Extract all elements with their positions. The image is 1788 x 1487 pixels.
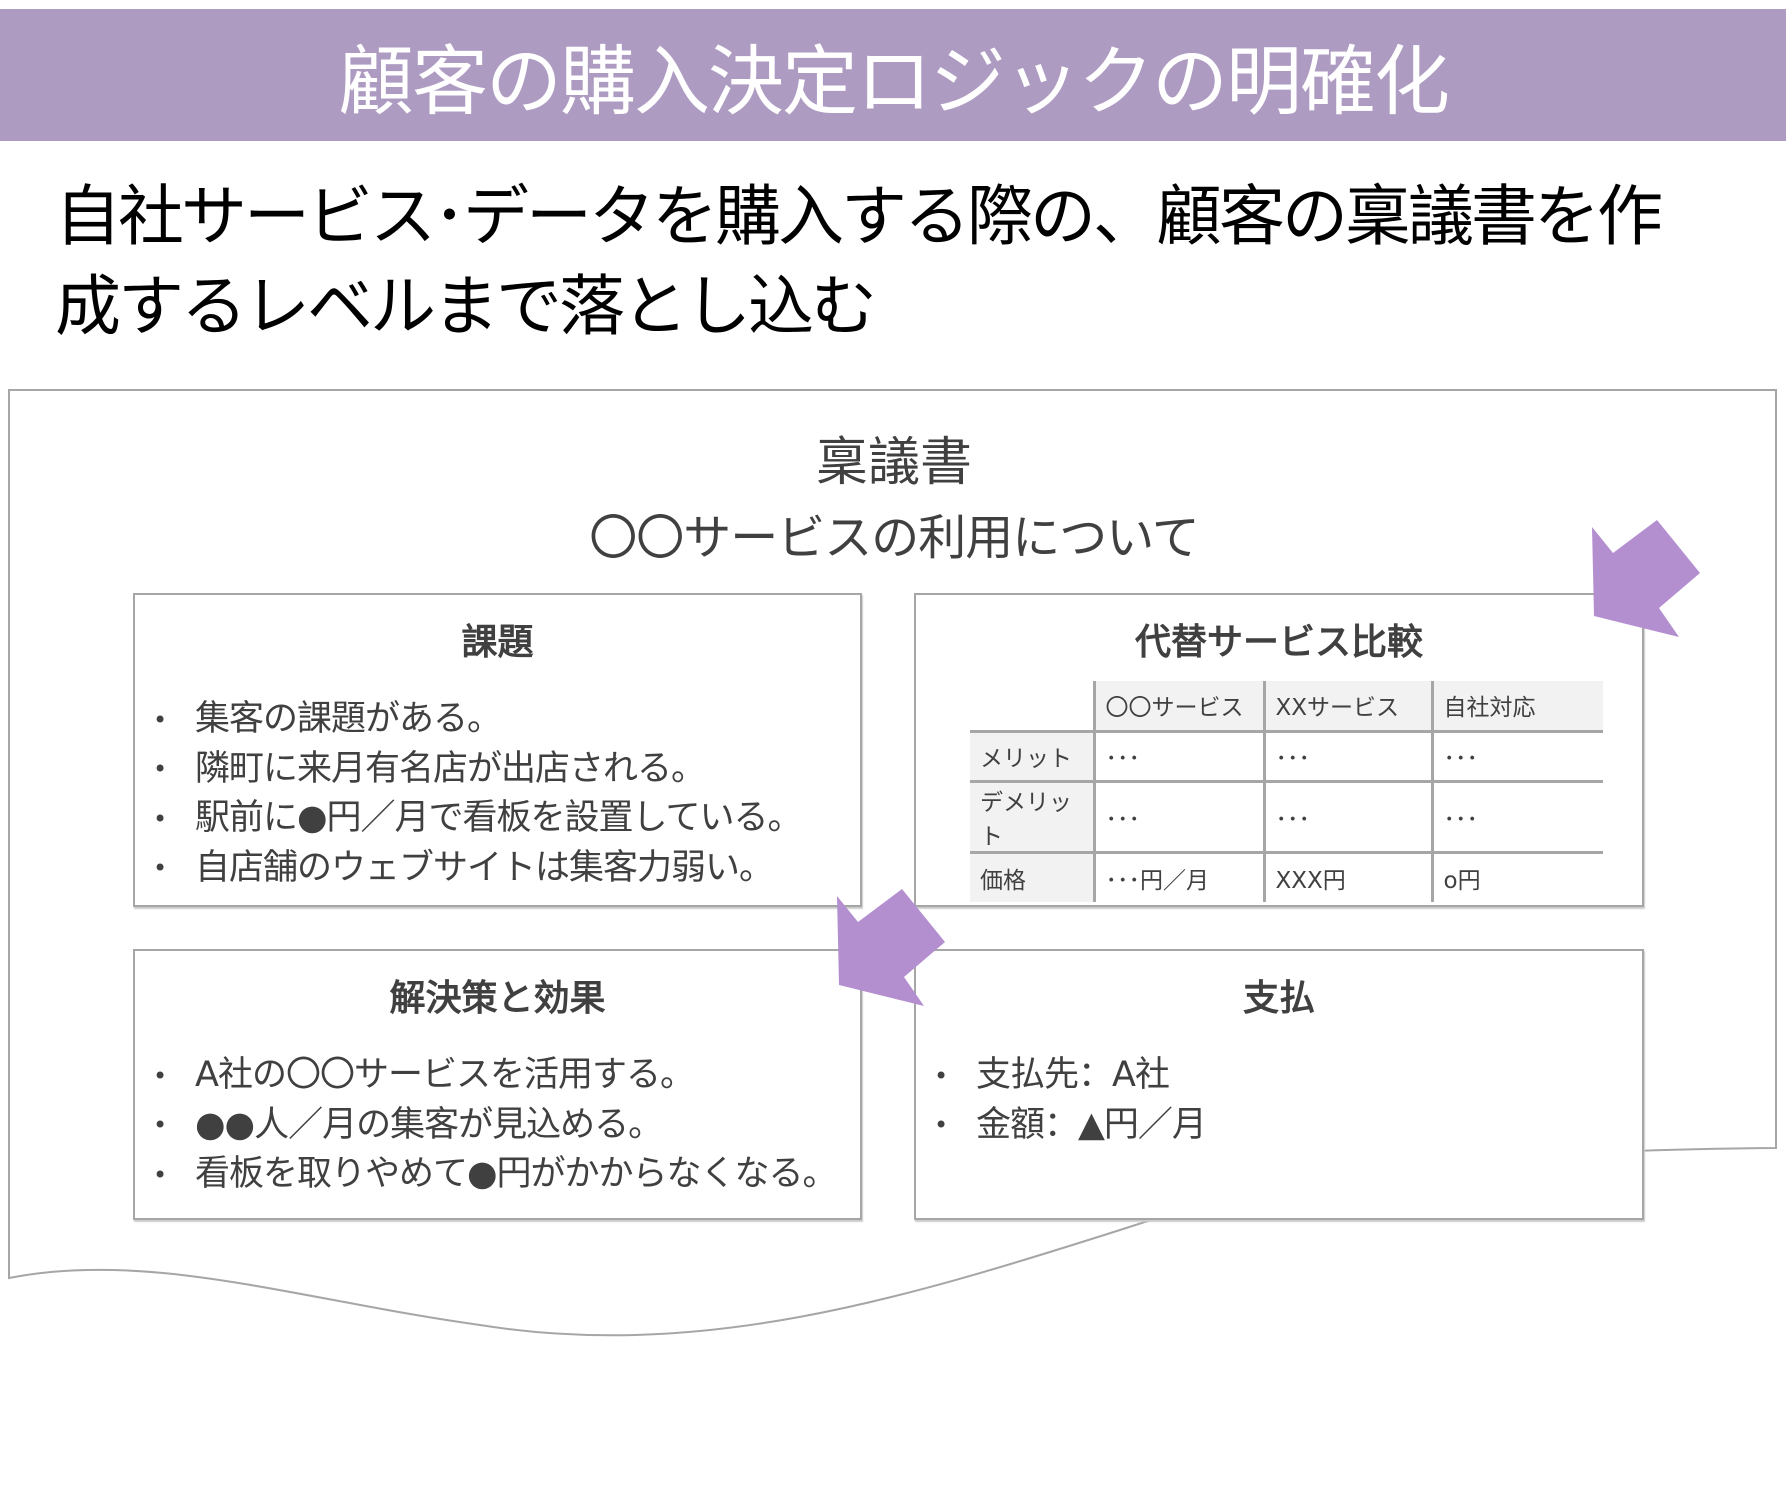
table-cell: ･･･ <box>1092 729 1264 781</box>
list-item: •金額：▲円／月 <box>934 1104 1207 1145</box>
list-item: •集客の課題がある。 <box>153 699 502 739</box>
list-item: •看板を取りやめて●円がかからなくなる。 <box>153 1154 838 1194</box>
list-item: •駅前に●円／月で看板を設置している。 <box>153 798 802 838</box>
list-item: •支払先：A社 <box>934 1055 1170 1095</box>
table-cell: デメリット <box>970 779 1094 852</box>
page-subtitle: 自社サービス･データを購入する際の、顧客の稟議書を作 成するレベルまで落とし込む <box>55 172 1755 352</box>
table-cell: o円 <box>1430 850 1603 902</box>
solution-title: 解決策と効果 <box>389 978 606 1019</box>
table-cell: メリット <box>970 729 1094 781</box>
table-cell: 価格 <box>970 850 1094 902</box>
list-item: •●●人／月の集客が見込める。 <box>153 1104 663 1145</box>
document-title: 稟議書 <box>815 433 972 493</box>
table-header: XXサービス <box>1262 681 1432 731</box>
payment-title: 支払 <box>1242 978 1315 1019</box>
subtitle-line-2: 成するレベルまで落とし込む <box>55 268 877 345</box>
table-cell: ･･･円／月 <box>1092 850 1264 902</box>
subtitle-line-1: 自社サービス･データを購入する際の、顧客の稟議書を作 <box>55 178 1663 255</box>
solution-box: 解決策と効果 •A社の〇〇サービスを活用する。 •●●人／月の集客が見込める。 … <box>133 949 862 1220</box>
list-item: •自店舗のウェブサイトは集客力弱い。 <box>153 847 774 888</box>
issues-box: 課題 •集客の課題がある。 •隣町に来月有名店が出店される。 •駅前に●円／月で… <box>133 593 862 907</box>
issues-title: 課題 <box>461 622 534 663</box>
payment-box: 支払 •支払先：A社 •金額：▲円／月 <box>914 949 1644 1220</box>
table-header: 自社対応 <box>1430 681 1603 731</box>
page-title: 顧客の購入決定ロジックの明確化 <box>338 37 1450 126</box>
table-header: 〇〇サービス <box>1092 681 1264 731</box>
table-cell: ･･･ <box>1262 729 1432 781</box>
table-row: メリット･････････ <box>970 729 1603 781</box>
table-cell: ･･･ <box>1092 779 1264 852</box>
list-item: •隣町に来月有名店が出店される。 <box>153 748 706 789</box>
table-cell: ･･･ <box>1262 779 1432 852</box>
comparison-title: 代替サービス比較 <box>1134 622 1423 663</box>
table-cell: ･･･ <box>1430 729 1603 781</box>
table-cell: ･･･ <box>1430 779 1603 852</box>
table-cell: XXX円 <box>1262 850 1432 902</box>
document-subject: 〇〇サービスの利用について <box>589 510 1200 566</box>
list-item: •A社の〇〇サービスを活用する。 <box>153 1055 695 1095</box>
table-cell <box>970 681 1094 731</box>
header-band: 顧客の購入決定ロジックの明確化 <box>0 9 1786 141</box>
table-row: デメリット･････････ <box>970 779 1603 852</box>
